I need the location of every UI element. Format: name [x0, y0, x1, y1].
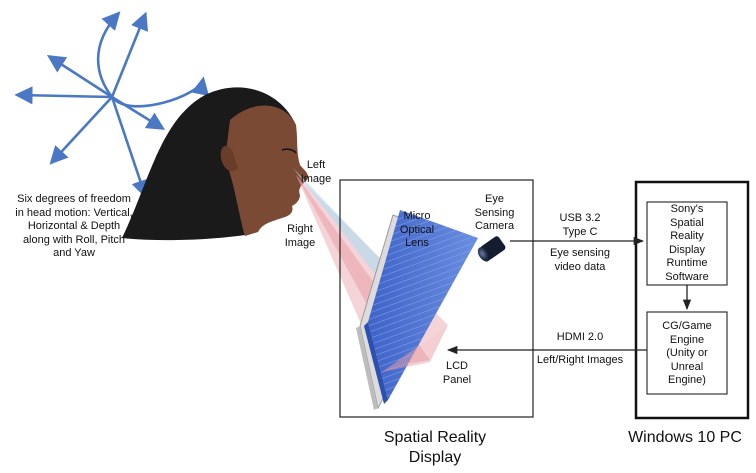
dof-arrow-downleft [49, 96, 113, 165]
lcd-panel [364, 210, 478, 404]
head-motion-caption: Six degrees of freedom in head motion: V… [15, 193, 133, 259]
pc-caption: Windows 10 PC [628, 429, 742, 446]
game-engine-box [646, 311, 728, 395]
game-engine-label: CG/Game Engine (Unity or Unreal Engine) [662, 320, 712, 386]
runtime-software-box [646, 201, 728, 286]
face [225, 105, 309, 236]
micro-optical-lens-label: Micro Optical Lens [399, 210, 435, 249]
dof-arrows [14, 11, 210, 199]
display-box [339, 179, 534, 418]
dof-arrow-vertical [110, 11, 149, 98]
eye-sensing-camera [477, 236, 506, 262]
display-caption: Spatial Reality Display [383, 429, 487, 466]
usb-label: USB 3.2 Type C [559, 212, 601, 238]
ear [220, 145, 238, 172]
dof-arrow-horizontal-left [14, 86, 113, 105]
hdmi-data-label: Left/Right Images [536, 354, 624, 366]
hdmi-label: HDMI 2.0 [556, 331, 604, 343]
eye-sensing-camera-label: Eye Sensing Camera [474, 193, 515, 232]
usb-data-label: Eye sensing video data [550, 247, 610, 273]
dof-arrow-yaw [96, 11, 210, 108]
person-head [122, 87, 309, 241]
lcd-panel-label: LCD Panel [442, 360, 472, 386]
eye-mark [281, 148, 297, 154]
left-image-label: Left Image [300, 159, 332, 185]
dof-arrow-vertical-down [110, 96, 149, 199]
runtime-software-label: Sony's Spatial Reality Display Runtime S… [665, 203, 709, 283]
right-image-label: Right Image [284, 223, 316, 249]
pc-box [634, 180, 750, 420]
dof-arrow-upleft [46, 55, 113, 99]
